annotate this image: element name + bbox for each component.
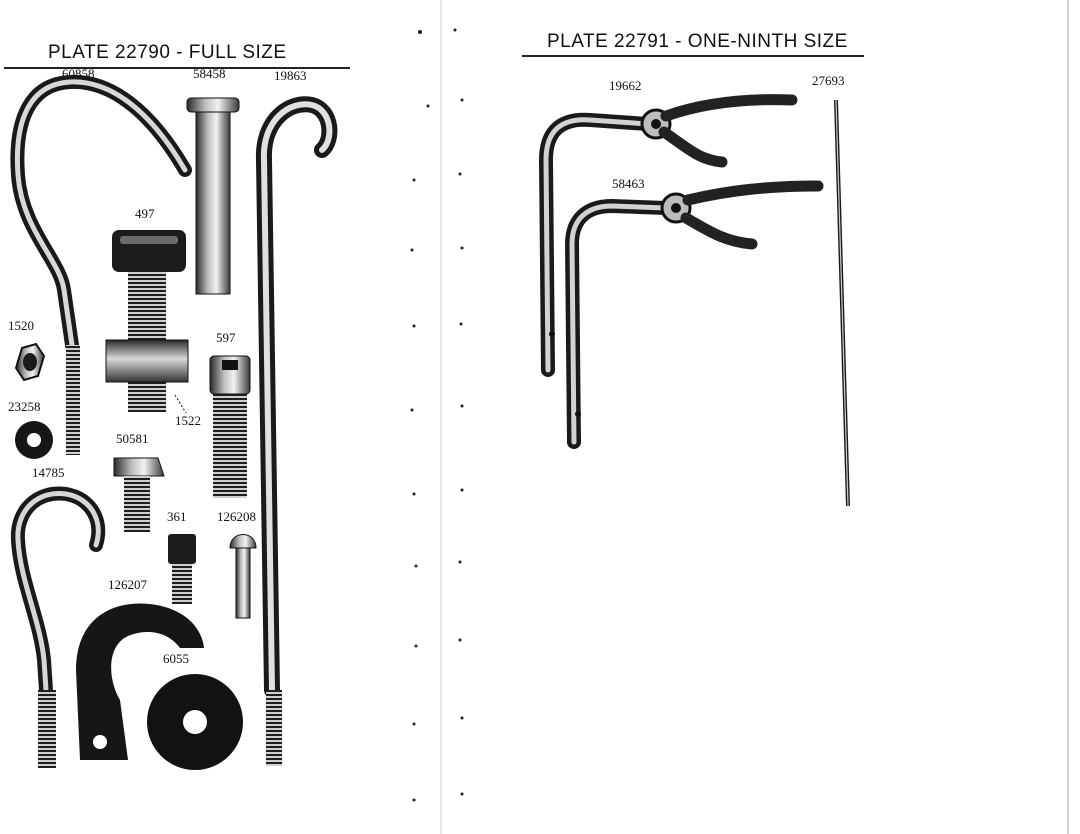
part-126208-rivet — [229, 534, 257, 619]
part-label-19662: 19662 — [609, 78, 642, 93]
part-126207-plate — [76, 603, 204, 760]
part-19863-rod — [255, 96, 338, 766]
part-label-1522: 1522 — [175, 413, 201, 428]
part-label-126208: 126208 — [217, 509, 256, 524]
part-label-14785: 14785 — [32, 465, 65, 480]
part-label-19863: 19863 — [274, 68, 307, 83]
part-50581-bolt — [113, 457, 165, 532]
part-label-58463: 58463 — [612, 176, 645, 191]
part-label-597: 597 — [216, 330, 236, 345]
part-597-screw — [209, 355, 251, 498]
part-label-58458: 58458 — [193, 66, 226, 81]
part-58463-fork — [564, 180, 824, 449]
right-plate-title: PLATE 22791 - ONE-NINTH SIZE — [547, 31, 848, 52]
part-19662-fork — [538, 94, 798, 377]
part-label-50581: 50581 — [116, 431, 149, 446]
right-plate-rule — [522, 55, 864, 57]
part-6055-disc — [147, 674, 243, 770]
part-497-bolt — [105, 230, 189, 412]
left-plate-title: PLATE 22790 - FULL SIZE — [48, 42, 287, 63]
part-58458-pin — [186, 97, 240, 295]
part-14785-hook — [10, 486, 106, 768]
part-label-361: 361 — [167, 509, 187, 524]
scan-specks — [410, 28, 464, 802]
part-label-1520: 1520 — [8, 318, 34, 333]
left-plate-rule — [4, 67, 350, 69]
part-23258-washer — [15, 421, 53, 459]
part-label-6055: 6055 — [163, 651, 189, 666]
part-label-497: 497 — [135, 206, 155, 221]
part-1520-nut — [14, 342, 46, 382]
part-label-23258: 23258 — [8, 399, 41, 414]
page-gutter — [440, 0, 442, 834]
part-27693-rod — [834, 99, 850, 507]
part-60858-hook — [10, 74, 192, 455]
page-edge-line — [1067, 0, 1069, 834]
part-361-setscrew — [168, 534, 196, 604]
part-label-126207: 126207 — [108, 577, 147, 592]
part-label-27693: 27693 — [812, 73, 845, 88]
